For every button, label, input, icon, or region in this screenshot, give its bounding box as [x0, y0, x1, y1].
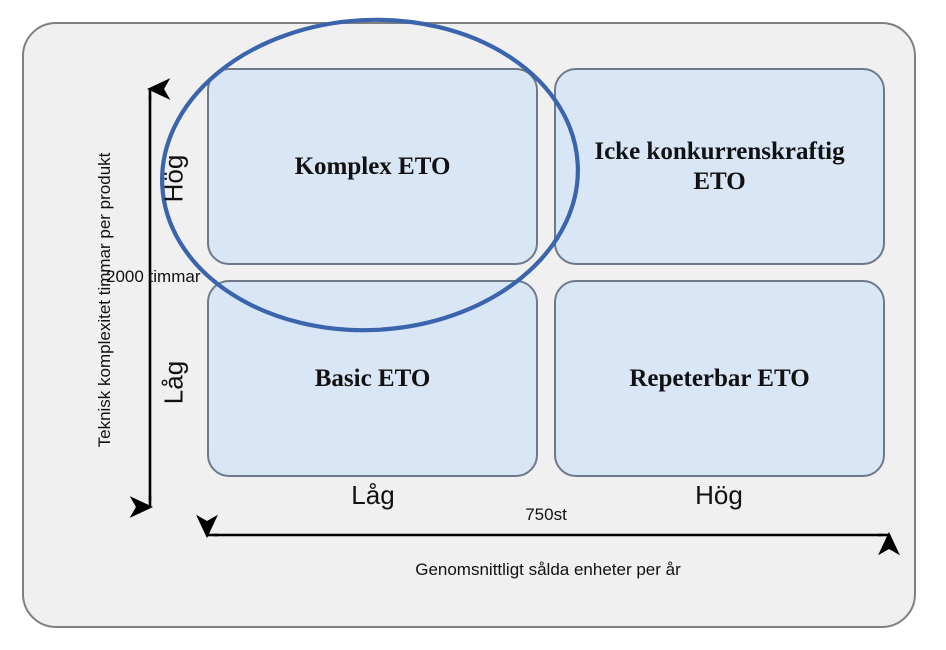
- quadrant-label: Icke konkurrenskraftig ETO: [594, 138, 845, 195]
- x-axis-threshold-label: 750st: [525, 505, 567, 524]
- y-axis-level-low: Låg: [158, 360, 189, 405]
- x-axis-level-low: Låg: [351, 480, 395, 510]
- quadrant-label: Repeterbar ETO: [629, 364, 810, 392]
- x-axis-title: Genomsnittligt sålda enheter per år: [415, 560, 681, 579]
- y-axis-threshold-label: 2000 timmar: [106, 267, 201, 286]
- y-axis-title: Teknisk komplexitet timmar per produkt: [95, 152, 114, 448]
- quadrant-icke-konkurrenskraftig-eto[interactable]: Icke konkurrenskraftig ETO: [554, 68, 885, 265]
- x-axis-level-high: Hög: [695, 480, 743, 510]
- y-axis-level-high: Hög: [158, 154, 189, 203]
- quadrant-label: Basic ETO: [314, 364, 431, 392]
- quadrant-repeterbar-eto[interactable]: Repeterbar ETO: [554, 280, 885, 477]
